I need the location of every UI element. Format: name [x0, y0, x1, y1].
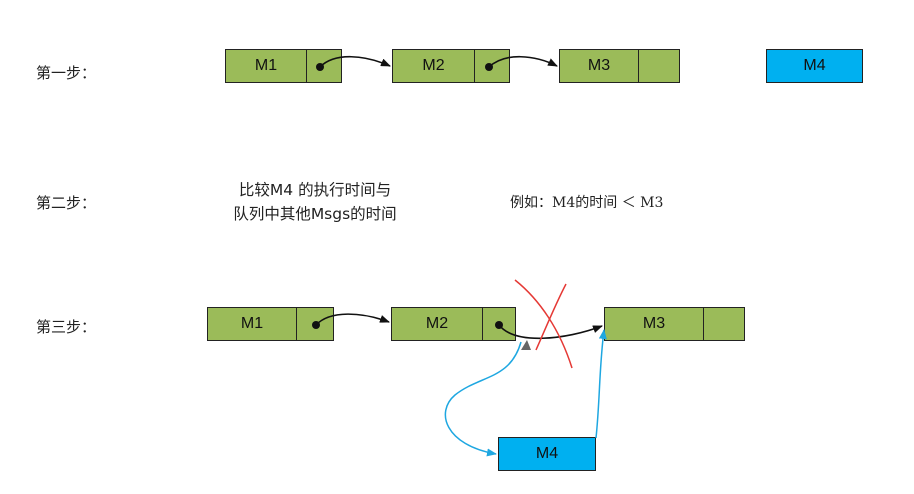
- step-3-label: 第三步：: [36, 318, 97, 336]
- step1-node-m3: M3: [559, 49, 680, 83]
- step3-link-m2-m4: [444, 341, 522, 457]
- step2-desc-line2: 队列中其他Msgs的时间: [233, 205, 397, 223]
- step3-link-m4-m3: [595, 329, 607, 439]
- step-1-label: 第一步：: [36, 64, 97, 82]
- step1-node-m1: M1: [225, 49, 342, 83]
- step1-node-m4: M4: [766, 49, 863, 83]
- step2-desc-line1: 比较M4 的执行时间与: [238, 181, 392, 199]
- step2-description: 比较M4 的执行时间与 队列中其他Msgs的时间: [195, 178, 435, 226]
- node-label: M4: [535, 445, 559, 462]
- step3-node-m3: M3: [604, 307, 745, 341]
- node-label: M1: [208, 308, 297, 340]
- step3-link-m1-m2: [312, 313, 390, 329]
- step1-link-m1-m2: [316, 55, 391, 71]
- step1-link-m2-m3: [485, 55, 558, 71]
- step3-node-m4: M4: [498, 437, 596, 471]
- step2-example: 例如：M4的时间 ＜ M3: [510, 195, 664, 211]
- node-label: M2: [392, 308, 483, 340]
- cross-mark: [514, 279, 573, 369]
- grey-arrow-tip: [521, 340, 531, 350]
- node-label: M2: [393, 50, 475, 82]
- node-label: M1: [226, 50, 307, 82]
- step-2-label: 第二步：: [36, 194, 97, 212]
- node-label: M3: [605, 308, 704, 340]
- node-label: M4: [803, 57, 826, 74]
- step3-link-m2-m3-old: [495, 321, 603, 340]
- node-label: M3: [560, 50, 639, 82]
